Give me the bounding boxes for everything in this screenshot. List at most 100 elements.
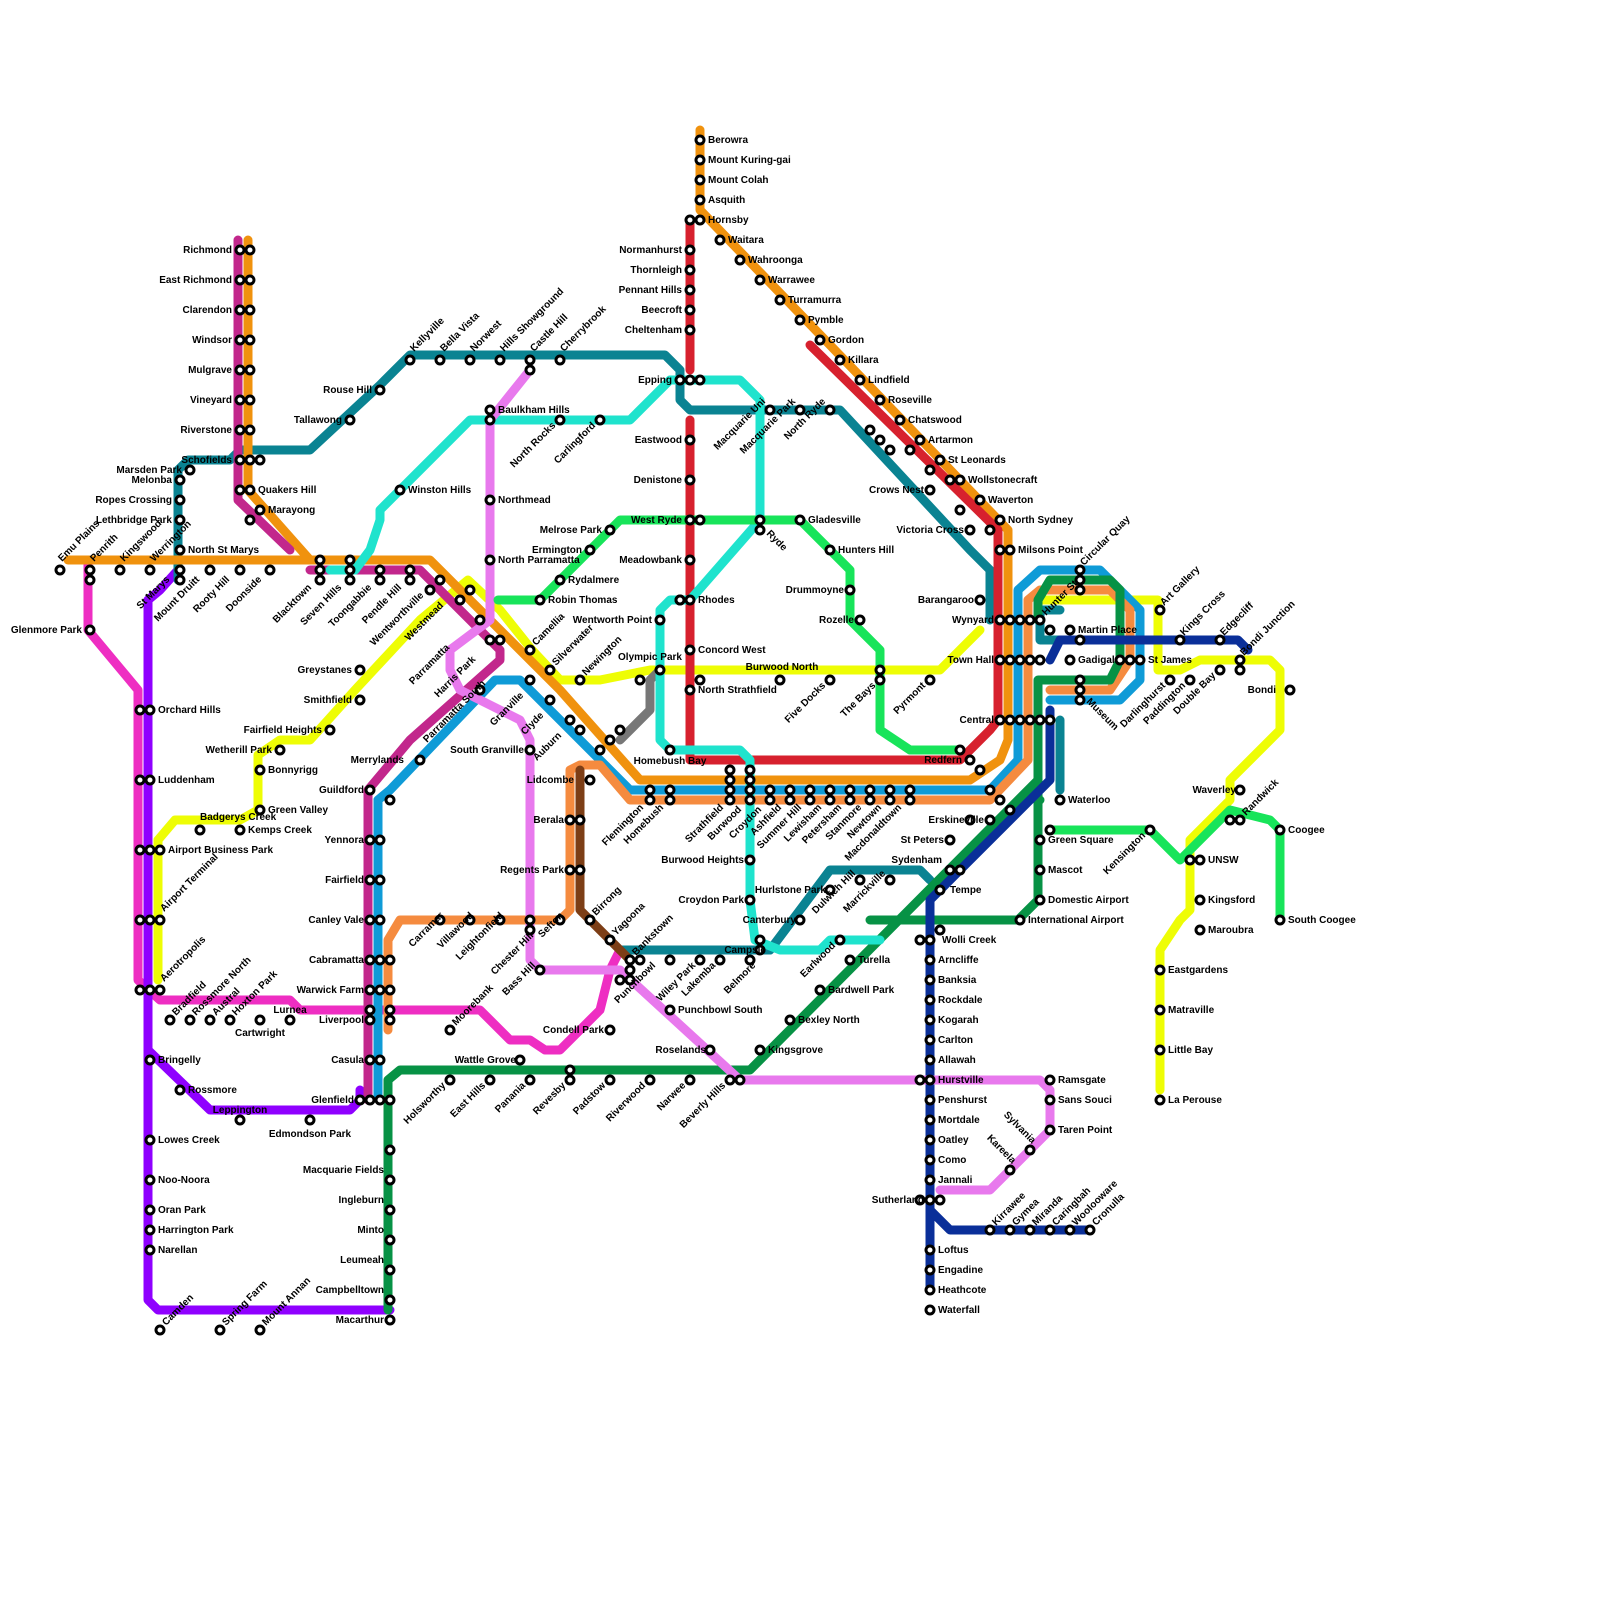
station-marker[interactable]: [866, 426, 874, 434]
station-marker[interactable]: [56, 566, 64, 574]
station-marker[interactable]: [1046, 1226, 1054, 1234]
station-label[interactable]: International Airport: [1028, 915, 1124, 926]
station-marker[interactable]: [806, 796, 814, 804]
station-marker[interactable]: [916, 1076, 924, 1084]
station-marker[interactable]: [426, 586, 434, 594]
station-label[interactable]: Thornleigh: [630, 265, 682, 276]
station-marker[interactable]: [436, 576, 444, 584]
station-marker[interactable]: [926, 1246, 934, 1254]
station-label[interactable]: Narwee: [655, 1080, 688, 1113]
station-label[interactable]: North Strathfield: [698, 685, 777, 696]
station-marker[interactable]: [386, 1296, 394, 1304]
station-marker[interactable]: [246, 336, 254, 344]
station-label[interactable]: Homebush Bay: [634, 756, 707, 767]
station-marker[interactable]: [1006, 546, 1014, 554]
station-label[interactable]: South Coogee: [1288, 915, 1356, 926]
station-label[interactable]: Normanhurst: [619, 245, 682, 256]
station-marker[interactable]: [996, 616, 1004, 624]
station-label[interactable]: Wolli Creek: [942, 935, 997, 946]
station-marker[interactable]: [366, 1096, 374, 1104]
station-marker[interactable]: [466, 356, 474, 364]
station-marker[interactable]: [586, 546, 594, 554]
station-marker[interactable]: [996, 796, 1004, 804]
station-label[interactable]: Domestic Airport: [1048, 895, 1129, 906]
station-label[interactable]: Harrington Park: [158, 1225, 234, 1236]
station-label[interactable]: Ryde: [764, 528, 789, 553]
station-label[interactable]: Cartwright: [235, 1028, 286, 1039]
station-marker[interactable]: [606, 936, 614, 944]
station-marker[interactable]: [886, 786, 894, 794]
station-marker[interactable]: [936, 926, 944, 934]
station-label[interactable]: Five Docks: [783, 680, 828, 725]
station-marker[interactable]: [456, 596, 464, 604]
station-marker[interactable]: [686, 476, 694, 484]
station-label[interactable]: UNSW: [1208, 855, 1239, 866]
station-marker[interactable]: [386, 1266, 394, 1274]
station-label[interactable]: Berowra: [708, 135, 748, 146]
station-marker[interactable]: [726, 1076, 734, 1084]
station-label[interactable]: Rockdale: [938, 995, 983, 1006]
station-label[interactable]: Campbelltown: [316, 1285, 384, 1296]
station-label[interactable]: Hornsby: [708, 215, 749, 226]
station-label[interactable]: Ramsgate: [1058, 1075, 1106, 1086]
station-marker[interactable]: [606, 736, 614, 744]
station-marker[interactable]: [86, 566, 94, 574]
station-marker[interactable]: [686, 596, 694, 604]
station-marker[interactable]: [846, 796, 854, 804]
station-marker[interactable]: [386, 796, 394, 804]
station-label[interactable]: North Sydney: [1008, 515, 1073, 526]
station-marker[interactable]: [976, 596, 984, 604]
station-marker[interactable]: [386, 1206, 394, 1214]
station-marker[interactable]: [1076, 676, 1084, 684]
station-marker[interactable]: [926, 1036, 934, 1044]
station-marker[interactable]: [926, 486, 934, 494]
station-marker[interactable]: [746, 776, 754, 784]
station-marker[interactable]: [236, 426, 244, 434]
station-label[interactable]: Smithfield: [304, 695, 352, 706]
station-label[interactable]: South Granville: [450, 745, 524, 756]
station-marker[interactable]: [496, 356, 504, 364]
station-marker[interactable]: [926, 1076, 934, 1084]
station-marker[interactable]: [1036, 866, 1044, 874]
station-marker[interactable]: [486, 416, 494, 424]
station-marker[interactable]: [526, 916, 534, 924]
station-label[interactable]: Matraville: [1168, 1005, 1215, 1016]
station-marker[interactable]: [146, 1176, 154, 1184]
station-marker[interactable]: [756, 1046, 764, 1054]
station-marker[interactable]: [726, 796, 734, 804]
station-marker[interactable]: [726, 776, 734, 784]
station-label[interactable]: Revesby: [531, 1080, 568, 1117]
station-marker[interactable]: [876, 436, 884, 444]
station-marker[interactable]: [656, 616, 664, 624]
station-label[interactable]: Pymble: [808, 315, 844, 326]
station-marker[interactable]: [1086, 1226, 1094, 1234]
station-label[interactable]: North St Marys: [188, 545, 260, 556]
station-marker[interactable]: [636, 676, 644, 684]
station-label[interactable]: Cheltenham: [625, 325, 682, 336]
station-marker[interactable]: [246, 306, 254, 314]
station-marker[interactable]: [826, 786, 834, 794]
station-label[interactable]: Taren Point: [1058, 1125, 1113, 1136]
station-marker[interactable]: [696, 956, 704, 964]
station-label[interactable]: La Perouse: [1168, 1095, 1222, 1106]
station-label[interactable]: Robin Thomas: [548, 595, 618, 606]
station-label[interactable]: Wynyard: [952, 615, 994, 626]
station-marker[interactable]: [606, 1026, 614, 1034]
station-marker[interactable]: [926, 1056, 934, 1064]
station-marker[interactable]: [566, 1066, 574, 1074]
station-marker[interactable]: [316, 556, 324, 564]
station-marker[interactable]: [866, 786, 874, 794]
station-label[interactable]: Mascot: [1048, 865, 1083, 876]
station-label[interactable]: Noo-Noora: [158, 1175, 210, 1186]
station-marker[interactable]: [386, 1096, 394, 1104]
station-label[interactable]: Marsden Park: [116, 465, 182, 476]
station-marker[interactable]: [866, 796, 874, 804]
station-marker[interactable]: [956, 506, 964, 514]
station-marker[interactable]: [1216, 666, 1224, 674]
station-label[interactable]: Yennora: [325, 835, 365, 846]
station-label[interactable]: Yagoona: [610, 901, 648, 939]
station-marker[interactable]: [926, 1266, 934, 1274]
station-marker[interactable]: [776, 296, 784, 304]
station-label[interactable]: Barangaroo: [918, 595, 974, 606]
station-marker[interactable]: [796, 316, 804, 324]
